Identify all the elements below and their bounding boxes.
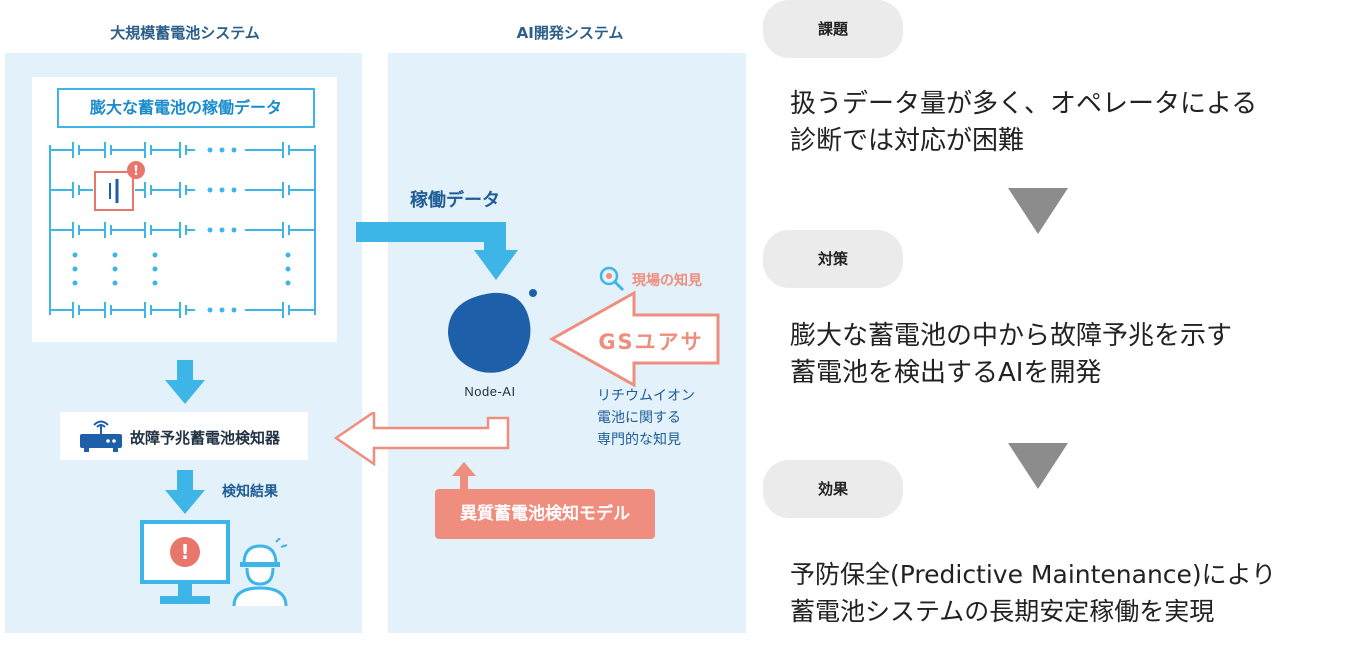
- anomaly-model-box: 異質蓄電池検知モデル: [435, 489, 655, 539]
- worker-icon: [232, 538, 288, 607]
- effect-line-1: 予防保全(Predictive Maintenance)により: [790, 560, 1277, 589]
- measure-line-1: 膨大な蓄電池の中から故障予兆を示す: [790, 321, 1233, 351]
- knowledge-line-3: 専門的な知見: [597, 432, 681, 448]
- down-arrow-icon: [165, 360, 205, 404]
- router-icon: [80, 420, 122, 452]
- partner-arrow: [548, 290, 720, 388]
- issue-line-2: 診断では対応が困難: [790, 126, 1025, 156]
- partner-company: GSユアサ: [598, 330, 704, 354]
- issue-line-1: 扱うデータ量が多く、オペレータによる: [790, 89, 1258, 119]
- battery-data-title: 膨大な蓄電池の稼働データ: [57, 88, 315, 128]
- search-gear-icon: [599, 266, 625, 292]
- battery-grid: !: [49, 142, 316, 318]
- flow-label: 稼働データ: [410, 190, 500, 211]
- middle-section-title: AI開発システム: [516, 24, 624, 42]
- measure-pill: 対策: [763, 230, 903, 288]
- down-triangle-icon: [1008, 188, 1068, 234]
- field-knowledge-label: 現場の知見: [632, 273, 702, 289]
- effect-line-2: 蓄電池システムの長期安定稼働を実現: [790, 597, 1215, 626]
- data-flow-arrow: [356, 222, 518, 280]
- svg-text:!: !: [133, 164, 139, 179]
- result-label: 検知結果: [222, 484, 278, 500]
- measure-text: 膨大な蓄電池の中から故障予兆を示す 蓄電池を検出するAIを開発: [790, 318, 1360, 392]
- svg-text:!: !: [180, 540, 189, 564]
- measure-line-2: 蓄電池を検出するAIを開発: [790, 358, 1102, 388]
- effect-text: 予防保全(Predictive Maintenance)により 蓄電池システムの…: [790, 556, 1365, 630]
- issue-pill: 課題: [763, 0, 903, 58]
- issue-text: 扱うデータ量が多く、オペレータによる 診断では対応が困難: [790, 86, 1360, 160]
- down-triangle-icon: [1008, 443, 1068, 489]
- node-ai-label: Node-AI: [464, 384, 516, 399]
- effect-pill: 効果: [763, 460, 903, 518]
- monitor-icon: !: [140, 520, 230, 604]
- detector-label: 故障予兆蓄電池検知器: [130, 429, 281, 447]
- knowledge-line-1: リチウムイオン: [597, 388, 695, 404]
- down-arrow-icon: [165, 470, 205, 514]
- knowledge-line-2: 電池に関する: [597, 410, 681, 426]
- partner-knowledge: リチウムイオン 電池に関する 専門的な知見: [597, 385, 737, 451]
- left-section-title: 大規模蓄電池システム: [110, 24, 260, 42]
- up-arrow-icon: [452, 462, 476, 492]
- node-ai-blob-icon: [448, 289, 537, 373]
- model-return-arrow: [333, 412, 510, 467]
